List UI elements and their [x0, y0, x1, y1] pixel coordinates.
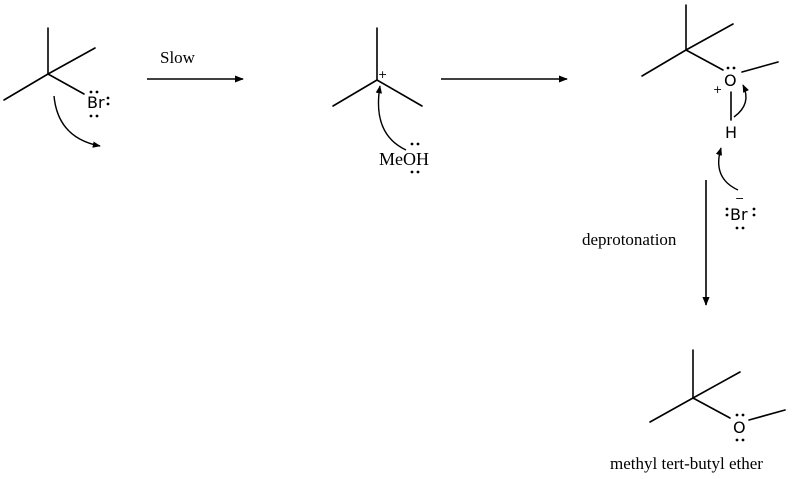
lone-pair-dot: [732, 66, 736, 70]
lone-pair-dot: [89, 114, 93, 118]
oxonium-intermediate: O + H Br −: [641, 4, 779, 230]
bond: [47, 73, 85, 95]
bond: [685, 23, 734, 51]
curved-electron-arrow: [375, 85, 407, 151]
lone-pair-dot: [416, 170, 420, 174]
hydrogen-atom: H: [725, 123, 737, 142]
bond: [692, 371, 741, 399]
reaction-arrow-1: Slow: [147, 48, 244, 83]
lone-pair-dot: [410, 170, 414, 174]
lone-pair-dot: [741, 438, 745, 442]
positive-charge: +: [713, 83, 722, 96]
curved-electron-arrow: [715, 147, 739, 191]
product-name: methyl tert-butyl ether: [610, 454, 763, 473]
lone-pair-dot: [726, 66, 730, 70]
methyl-tert-butyl-ether: O methyl tert-butyl ether: [610, 349, 786, 473]
methanol: MeOH: [379, 149, 429, 169]
lone-pair-dot: [735, 438, 739, 442]
lone-pair-dot: [741, 226, 745, 230]
tert-butyl-carbocation: + MeOH: [332, 27, 429, 174]
lone-pair-dot: [410, 142, 414, 146]
deprotonation-label: deprotonation: [582, 230, 677, 249]
tert-butyl-bromide: Br: [3, 27, 110, 148]
bond: [3, 73, 49, 101]
lone-pair-dot: [106, 96, 110, 100]
lone-pair-dot: [89, 90, 93, 94]
negative-charge: −: [735, 192, 744, 205]
bond: [692, 397, 731, 419]
bond: [332, 79, 378, 107]
br-atom: Br: [87, 93, 105, 112]
lone-pair-dot: [752, 207, 756, 211]
lone-pair-dot: [725, 207, 729, 211]
lone-pair-dot: [735, 226, 739, 230]
curved-electron-arrow: [733, 84, 749, 118]
lone-pair-dot: [741, 413, 745, 417]
bond: [47, 47, 96, 75]
lone-pair-dot: [752, 213, 756, 217]
positive-charge: +: [378, 68, 387, 81]
bond: [376, 79, 423, 107]
lone-pair-dot: [416, 142, 420, 146]
bond: [649, 397, 694, 423]
reaction-arrow-3: deprotonation: [582, 180, 710, 306]
curved-electron-arrow: [53, 95, 101, 148]
oxygen-atom: O: [724, 71, 737, 90]
bond: [741, 61, 779, 73]
lone-pair-dot: [725, 213, 729, 217]
lone-pair-dot: [95, 90, 99, 94]
bond: [641, 49, 687, 77]
lone-pair-dot: [106, 102, 110, 106]
lone-pair-dot: [95, 114, 99, 118]
lone-pair-dot: [735, 413, 739, 417]
bond: [685, 49, 724, 71]
bond: [748, 409, 786, 421]
slow-label: Slow: [160, 48, 196, 67]
oxygen-atom: O: [733, 418, 746, 437]
bromide-ion: Br: [730, 205, 748, 224]
